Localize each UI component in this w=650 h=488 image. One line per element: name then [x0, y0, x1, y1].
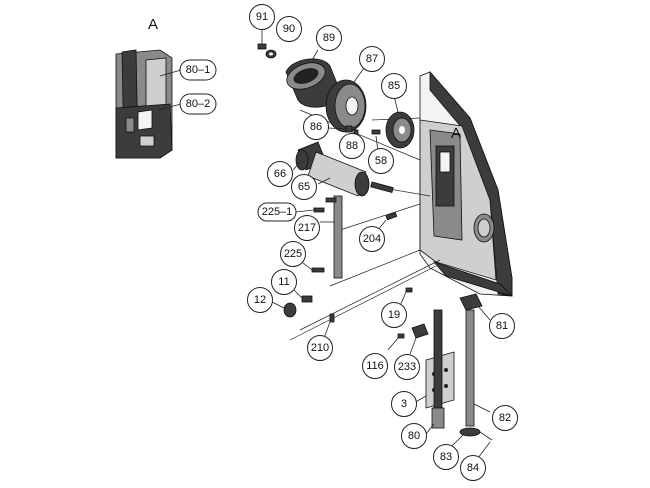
svg-text:83: 83	[440, 451, 452, 463]
callout-86: 86	[303, 114, 329, 140]
callout-233: 233	[394, 354, 420, 380]
svg-text:19: 19	[388, 309, 400, 321]
svg-text:80–1: 80–1	[186, 64, 210, 76]
part-90-washer	[265, 49, 277, 59]
callout-58: 58	[368, 148, 394, 174]
part-83-foot	[451, 427, 481, 447]
part-3-plate	[411, 351, 455, 409]
svg-text:58: 58	[375, 155, 387, 167]
svg-text:90: 90	[283, 23, 295, 35]
svg-text:65: 65	[298, 181, 310, 193]
part-204-pin	[377, 212, 398, 231]
callout-82: 82	[492, 405, 518, 431]
part-11-bolt	[293, 289, 313, 303]
part-85-hub	[385, 95, 415, 149]
callout-66: 66	[267, 161, 293, 187]
callout-204: 204	[359, 226, 385, 252]
svg-text:116: 116	[366, 360, 384, 372]
main-view-label: A	[451, 125, 461, 142]
part-91-screw	[257, 30, 267, 50]
callout-91: 91	[249, 4, 275, 30]
part-233-clip	[409, 323, 429, 355]
callout-80-1: 80–1	[179, 59, 217, 81]
part-116-screw	[387, 333, 405, 351]
callout-80: 80	[401, 423, 427, 449]
callout-87: 87	[359, 46, 385, 72]
svg-text:66: 66	[274, 168, 286, 180]
svg-text:217: 217	[298, 222, 316, 234]
callout-89: 89	[316, 25, 342, 51]
part-86-key	[327, 125, 353, 133]
detail-view-label: A	[148, 16, 158, 33]
callout-19: 19	[381, 302, 407, 328]
svg-text:84: 84	[467, 462, 479, 474]
part-87-pulley	[325, 67, 367, 133]
callout-80-2: 80–2	[179, 93, 217, 115]
part-19-screw	[399, 287, 413, 307]
callout-88: 88	[339, 133, 365, 159]
svg-text:80: 80	[408, 430, 420, 442]
callout-210: 210	[307, 335, 333, 361]
svg-text:12: 12	[254, 294, 266, 306]
part-217-bracket	[320, 195, 343, 279]
svg-text:82: 82	[499, 412, 511, 424]
callout-12: 12	[247, 287, 273, 313]
callout-83: 83	[433, 444, 459, 470]
callout-65: 65	[291, 174, 317, 200]
callout-84: 84	[460, 455, 486, 481]
part-225-1-screw	[295, 207, 325, 213]
callout-225: 225	[280, 241, 306, 267]
svg-text:3: 3	[401, 398, 407, 410]
svg-text:81: 81	[496, 320, 508, 332]
svg-text:11: 11	[278, 276, 289, 288]
svg-text:85: 85	[388, 80, 400, 92]
svg-text:88: 88	[346, 140, 358, 152]
part-84-handle	[477, 431, 493, 459]
svg-text:225: 225	[284, 248, 302, 260]
callout-90: 90	[276, 16, 302, 42]
svg-text:80–2: 80–2	[186, 98, 210, 110]
svg-text:89: 89	[323, 32, 335, 44]
callout-116: 116	[362, 353, 388, 379]
svg-text:91: 91	[256, 11, 268, 23]
callouts: 91 90 89 87 85 86 88 58 66 65 225–1 217 …	[179, 4, 518, 481]
svg-text:86: 86	[310, 121, 322, 133]
part-225-screw	[301, 261, 325, 273]
callout-81: 81	[489, 313, 515, 339]
svg-text:233: 233	[398, 361, 416, 373]
detail-view-a: A	[115, 16, 182, 159]
part-65-motor	[307, 151, 394, 197]
svg-text:87: 87	[366, 53, 378, 65]
part-210-screw	[323, 313, 335, 339]
callout-217: 217	[294, 215, 320, 241]
callout-225-1: 225–1	[257, 202, 297, 222]
svg-text:225–1: 225–1	[262, 206, 293, 218]
callout-3: 3	[391, 391, 417, 417]
svg-text:204: 204	[363, 233, 381, 245]
part-12-knob	[271, 301, 297, 318]
svg-text:210: 210	[311, 342, 329, 354]
part-81-block	[459, 293, 491, 321]
callout-11: 11	[271, 269, 297, 295]
machine-frame: A	[419, 70, 513, 297]
part-80-column	[425, 309, 445, 435]
callout-85: 85	[381, 73, 407, 99]
part-82-shaft	[465, 309, 491, 427]
